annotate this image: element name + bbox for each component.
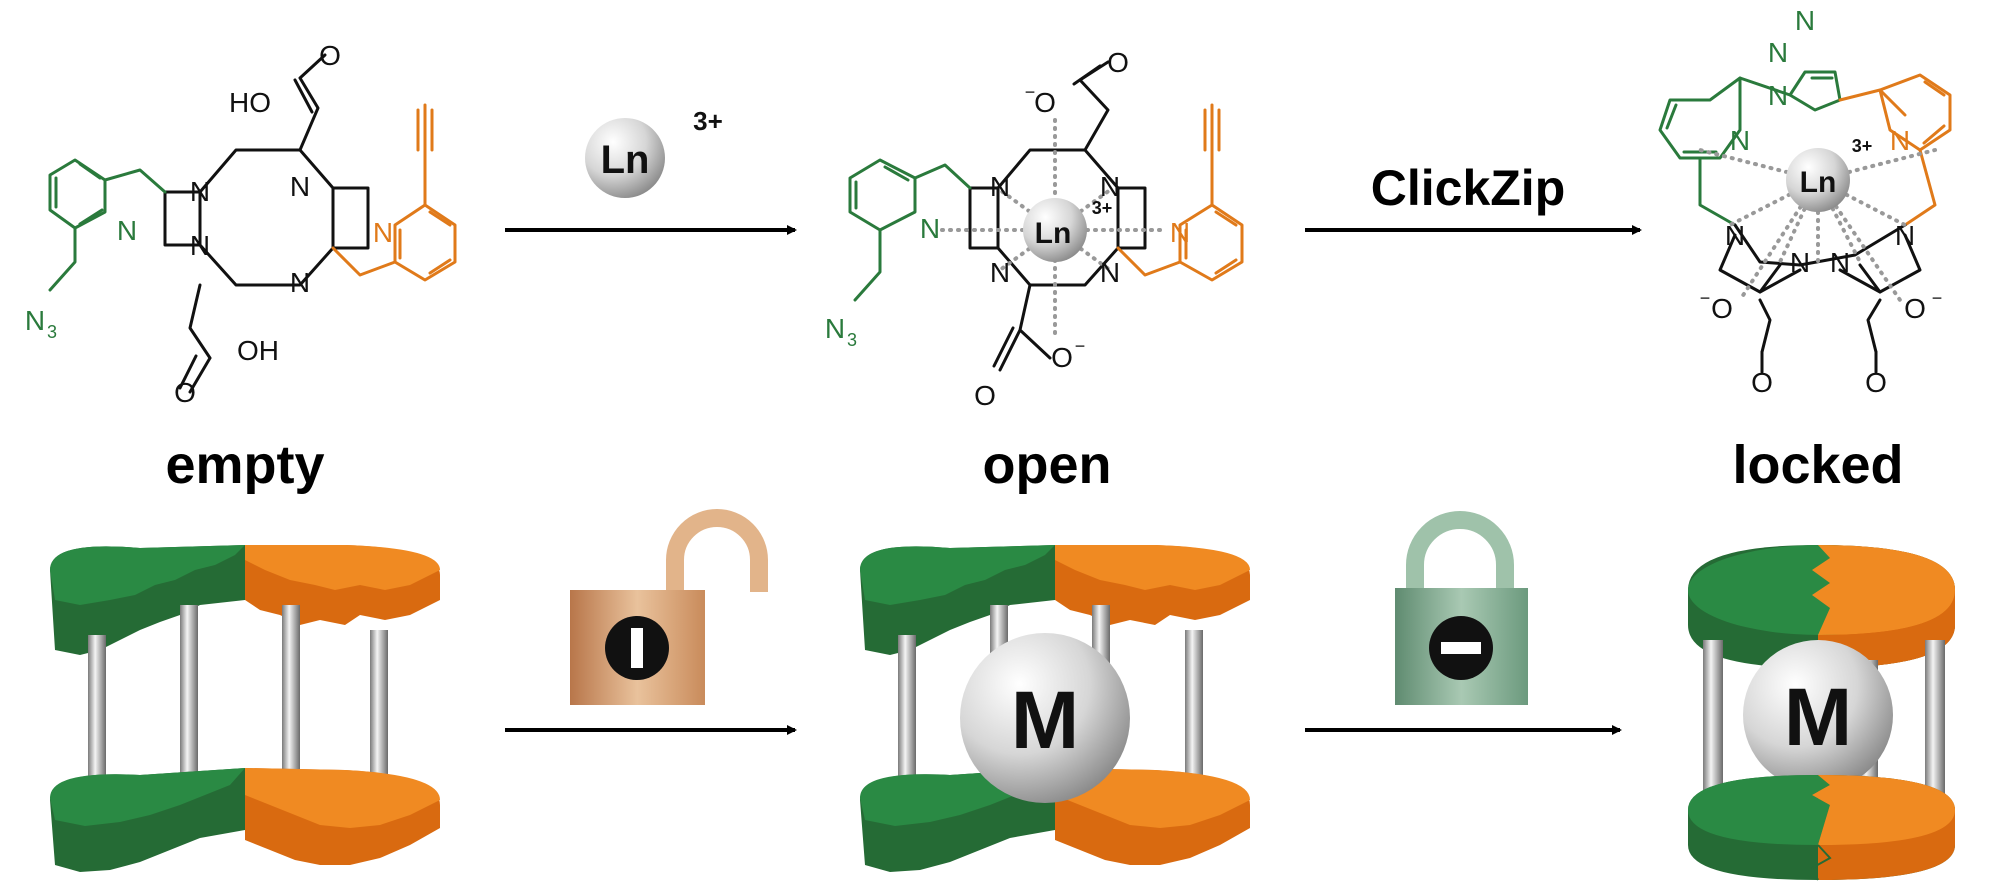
locked-complex-structure: Ln 3+ N N N N N N N N N O − O − O O bbox=[1658, 5, 1952, 398]
open-cage-metal-label: M bbox=[1011, 675, 1079, 766]
azide-subscript: 3 bbox=[847, 330, 857, 350]
atom-o: O bbox=[1865, 367, 1887, 398]
empty-ligand-structure: N N N N HO O OH O N N 3 N bbox=[25, 40, 457, 408]
atom-o: O bbox=[174, 377, 196, 408]
pillar bbox=[1185, 630, 1203, 820]
atom-o-minus: O bbox=[1711, 293, 1733, 324]
atom-oh: OH bbox=[237, 335, 279, 366]
locked-charge-label: 3+ bbox=[1852, 136, 1873, 156]
step1-reagent: Ln 3+ bbox=[505, 106, 797, 235]
atom-o: O bbox=[974, 380, 996, 411]
pillar bbox=[1925, 640, 1945, 835]
atom-n: N bbox=[290, 267, 310, 298]
atom-o-minus: O bbox=[1051, 342, 1073, 373]
open-padlock-shackle bbox=[666, 509, 768, 592]
atom-ho: HO bbox=[229, 87, 271, 118]
atom-n: N bbox=[1100, 171, 1120, 202]
azide-label: N bbox=[25, 305, 45, 336]
pillar bbox=[180, 605, 198, 780]
atom-n: N bbox=[990, 171, 1010, 202]
state-label-open: open bbox=[983, 435, 1112, 495]
atom-o-minus: O bbox=[1904, 293, 1926, 324]
atom-n-pyridine-orange: N bbox=[373, 217, 393, 248]
locked-metal-label: Ln bbox=[1800, 166, 1837, 199]
unlock-symbol-bar bbox=[631, 628, 643, 668]
atom-n: N bbox=[290, 171, 310, 202]
complex-metal-label: Ln bbox=[1035, 217, 1072, 250]
atom-n-triazole: N bbox=[1768, 80, 1788, 111]
atom-n-triazole: N bbox=[1768, 37, 1788, 68]
atom-n: N bbox=[1895, 220, 1915, 251]
metal-ion-sphere-icon bbox=[1023, 198, 1087, 262]
atom-n: N bbox=[1830, 247, 1850, 278]
atom-n: N bbox=[1790, 247, 1810, 278]
minus-sign: − bbox=[1932, 288, 1943, 308]
locked-cage-metal-label: M bbox=[1784, 672, 1852, 763]
minus-sign: − bbox=[1700, 288, 1711, 308]
complex-charge-label: 3+ bbox=[1092, 198, 1113, 218]
state-label-empty: empty bbox=[165, 435, 324, 495]
atom-n-pyridine-orange: N bbox=[1890, 125, 1910, 156]
atom-n: N bbox=[1100, 257, 1120, 288]
metal-ion-sphere-icon bbox=[1786, 148, 1850, 212]
pillar bbox=[282, 605, 300, 775]
closed-padlock-shackle bbox=[1406, 511, 1514, 590]
atom-n: N bbox=[190, 176, 210, 207]
azide-subscript: 3 bbox=[47, 322, 57, 342]
lock-step bbox=[1305, 511, 1622, 735]
minus-sign: − bbox=[1025, 82, 1036, 102]
atom-o: O bbox=[319, 40, 341, 71]
step1-ion-label: Ln bbox=[601, 138, 650, 182]
atom-n-pyridine-green: N bbox=[1730, 125, 1750, 156]
metal-ion-sphere-icon bbox=[1743, 640, 1893, 790]
step2-reagent: ClickZip bbox=[1305, 160, 1642, 235]
empty-cage-cartoon bbox=[50, 545, 440, 872]
open-cage-cartoon: M bbox=[860, 545, 1250, 872]
metal-ion-sphere-icon bbox=[585, 118, 665, 198]
atom-n: N bbox=[190, 230, 210, 261]
atom-o-minus: O bbox=[1034, 87, 1056, 118]
unlock-step bbox=[505, 509, 797, 735]
atom-n-triazole: N bbox=[1795, 5, 1815, 36]
step2-label: ClickZip bbox=[1371, 160, 1565, 216]
atom-o: O bbox=[1751, 367, 1773, 398]
open-complex-structure: Ln 3+ N N N N O − O O − O N N 3 N bbox=[825, 47, 1244, 411]
atom-n-pyridine-green: N bbox=[117, 215, 137, 246]
pillar bbox=[88, 635, 106, 817]
atom-o: O bbox=[1107, 47, 1129, 78]
metal-ion-sphere-icon bbox=[960, 633, 1130, 803]
lock-symbol-bar bbox=[1441, 642, 1481, 654]
step1-charge-label: 3+ bbox=[693, 106, 723, 136]
pillar bbox=[898, 635, 916, 817]
state-label-locked: locked bbox=[1732, 435, 1903, 495]
atom-n-pyridine-green: N bbox=[920, 213, 940, 244]
locked-cage-cartoon: M bbox=[1688, 545, 1955, 881]
atom-n-pyridine-orange: N bbox=[1170, 217, 1190, 248]
atom-n: N bbox=[990, 257, 1010, 288]
minus-sign: − bbox=[1075, 336, 1086, 356]
azide-label: N bbox=[825, 313, 845, 344]
atom-n: N bbox=[1725, 220, 1745, 251]
